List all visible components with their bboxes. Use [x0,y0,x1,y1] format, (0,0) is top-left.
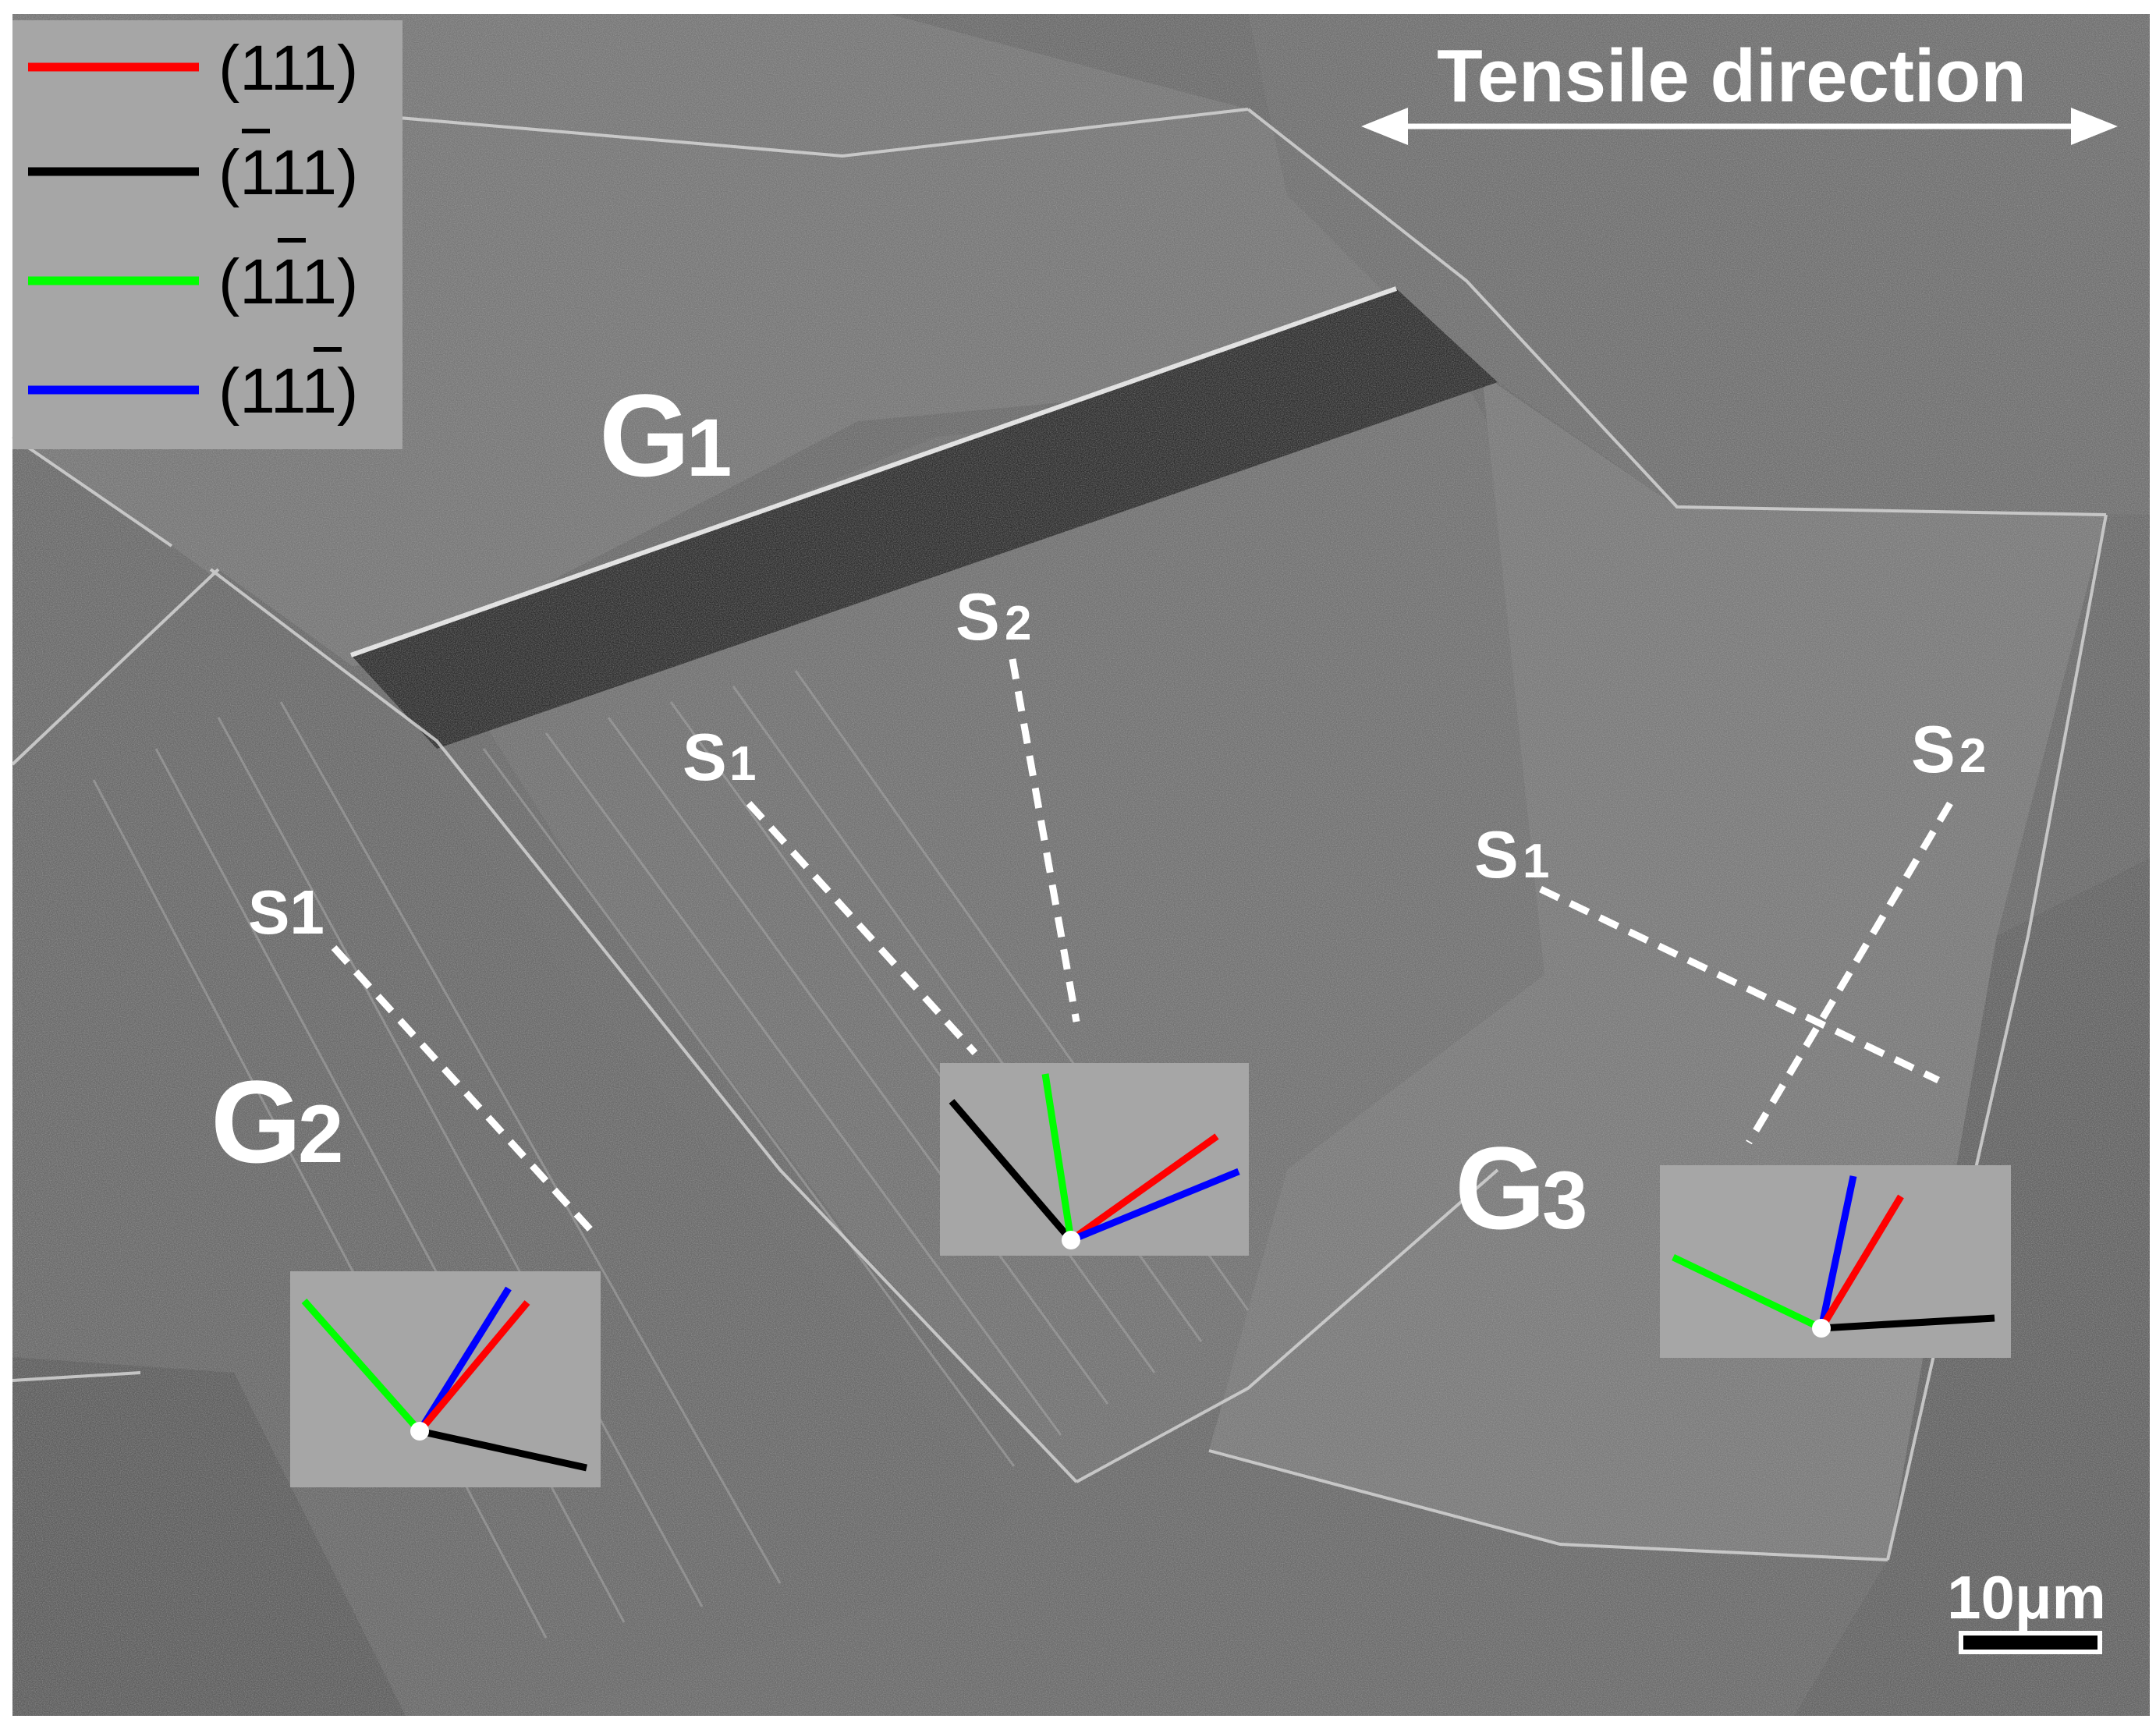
legend: (111) (111) (111) (111) [12,20,402,449]
trace-g1-s1 [746,800,978,1056]
arrow-right-icon [2071,108,2118,145]
inset-g2-orientation [290,1271,601,1487]
svg-text:3: 3 [1542,1155,1587,1246]
legend-item-bar111: (111) [28,129,358,208]
svg-text:S: S [956,580,1000,654]
slip-label-g1-s2: S 2 [956,580,1031,654]
trace-g3-s1 [1539,885,1940,1084]
svg-text:2: 2 [1959,729,1986,783]
svg-text:G: G [1455,1122,1546,1253]
trace-g1-s2 [1009,658,1080,1022]
legend-label-bar111: (111) [218,137,358,208]
slip-label-g3-s1: S 1 [1474,818,1549,892]
svg-text:1: 1 [686,402,732,494]
scale-bar: 10μm [1947,1563,2106,1654]
legend-label-11bar1: (111) [218,356,358,427]
svg-text:1: 1 [1523,835,1549,888]
grain-label-g1: G 1 [599,370,732,501]
legend-label-1bar11: (111) [218,246,358,317]
slip-label-g2-s1: S1 [248,877,324,947]
slip-trace-lines [331,658,1953,1235]
svg-text:G: G [599,370,690,501]
legend-label-111: (111) [218,33,358,104]
arrow-left-icon [1361,108,1408,145]
svg-text:1: 1 [729,737,756,791]
svg-text:S1: S1 [248,877,324,947]
slip-label-g3-s2: S 2 [1911,713,1986,787]
svg-text:S: S [1474,818,1519,892]
legend-item-111: (111) [28,33,358,104]
svg-text:G: G [211,1056,302,1187]
svg-text:S: S [683,721,727,795]
svg-text:S: S [1911,713,1956,787]
scale-bar-label: 10μm [1947,1563,2106,1632]
grain-label-g2: G 2 [211,1056,343,1187]
trace-g3-s2 [1746,801,1953,1145]
svg-text:2: 2 [298,1089,343,1180]
inset-g3-orientation [1660,1165,2011,1358]
legend-item-1bar11: (111) [28,238,358,317]
legend-item-11bar1: (111) [28,347,358,427]
grain-label-g3: G 3 [1455,1122,1587,1253]
tensile-direction: Tensile direction [1361,34,2118,145]
svg-text:2: 2 [1005,597,1031,650]
tensile-direction-label: Tensile direction [1437,34,2027,118]
inset-g1-orientation [940,1063,1249,1256]
slip-label-g1-s1: S 1 [683,721,756,795]
